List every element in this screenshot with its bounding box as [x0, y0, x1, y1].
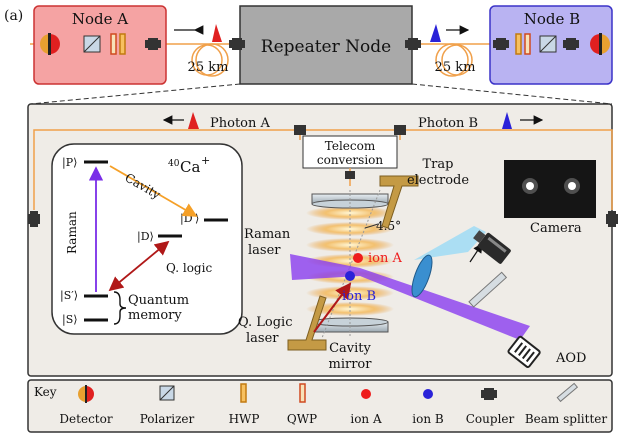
node-b-label: Node B	[524, 10, 580, 28]
key-hwp: HWP	[229, 412, 260, 426]
fiber-left-length: 25 km	[188, 60, 229, 75]
coupler-icon	[563, 38, 579, 50]
node-a: Node A	[33, 5, 167, 85]
key-ion-a-dot	[361, 389, 371, 399]
level-d: |D⟩	[137, 230, 154, 244]
fiber-spool-left: 25 km	[174, 24, 229, 77]
panel-label: (a)	[4, 8, 23, 24]
ion-a	[353, 253, 363, 263]
detector-icon	[590, 33, 610, 55]
trap-label-line2: electrode	[407, 173, 469, 188]
coupler-icon	[394, 125, 406, 135]
photon-b-pulse	[502, 112, 512, 129]
camera-label: Camera	[530, 221, 582, 236]
photon-a-pulse	[188, 112, 199, 129]
coupler-icon	[481, 388, 497, 400]
key-qwp: QWP	[287, 412, 317, 426]
camera-image	[504, 160, 596, 218]
hwp-icon	[119, 33, 126, 55]
qlogic-transition-label: Q. logic	[166, 261, 212, 275]
aod-label: AOD	[555, 351, 586, 366]
qwp-icon	[299, 383, 306, 403]
coupler-icon	[229, 38, 245, 50]
detector-icon	[78, 385, 94, 403]
key-detector: Detector	[59, 412, 112, 426]
camera-beam	[414, 226, 486, 260]
node-b: Node B	[489, 5, 613, 85]
key-polarizer: Polarizer	[140, 412, 195, 426]
telecom-line1: Telecom	[325, 139, 376, 153]
cavity-mirror-line1: Cavity	[329, 341, 371, 356]
species-name: Ca	[180, 158, 200, 176]
camera-icon	[473, 230, 511, 264]
level-s: |S⟩	[62, 313, 78, 327]
key-ion-b-dot	[423, 389, 433, 399]
key-beam-splitter: Beam splitter	[525, 412, 608, 426]
ion-a-label: ion A	[368, 251, 402, 266]
level-diagram: 40 Ca + |P⟩ |D′⟩ |D⟩ |S′⟩ |S⟩ Raman Cavi…	[51, 143, 243, 335]
raman-laser-line2: laser	[248, 243, 281, 258]
coupler-icon	[145, 38, 161, 50]
lens	[411, 254, 433, 298]
coupler-icon	[493, 38, 509, 50]
node-a-label: Node A	[72, 10, 128, 28]
qwp-icon	[110, 33, 117, 55]
fiber-spool-right: 25 km	[430, 24, 476, 77]
key-ion-b: ion B	[412, 412, 444, 426]
hwp-icon	[515, 33, 522, 55]
trap-electrode-top	[379, 175, 419, 229]
beam-splitter-icon	[468, 271, 508, 308]
raman-transition-label: Raman	[65, 211, 79, 254]
telecom-conversion-box: Telecom conversion	[302, 135, 398, 169]
level-s-prime: |S′⟩	[60, 289, 78, 303]
cavity-mirror-line2: mirror	[329, 357, 373, 372]
coupler-icon	[345, 171, 355, 179]
beam-splitter-icon	[556, 382, 579, 403]
hwp-icon	[240, 383, 247, 403]
quantum-memory-line2: memory	[128, 308, 182, 323]
repeater-node: Repeater Node	[229, 5, 421, 85]
polarizer-icon	[83, 35, 101, 53]
quantum-memory-line1: Quantum	[128, 293, 189, 308]
key-ion-a: ion A	[350, 412, 382, 426]
species-charge: +	[201, 154, 210, 167]
polarizer-icon	[159, 385, 175, 401]
polarizer-icon	[539, 35, 557, 53]
trap-label-line1: Trap	[423, 157, 454, 172]
key-legend: Key Detector Polarizer HWP QWP ion A ion…	[27, 379, 613, 433]
photon-b-label: Photon B	[418, 116, 478, 131]
cavity-mirror-top	[311, 193, 389, 209]
species-mass: 40	[168, 159, 180, 169]
key-coupler: Coupler	[466, 412, 515, 426]
fiber-right-length: 25 km	[435, 60, 476, 75]
ion-b-label: ion B	[342, 289, 376, 304]
coupler-icon	[294, 125, 306, 135]
qlogic-laser-beam	[313, 282, 352, 333]
raman-laser-line1: Raman	[244, 227, 291, 242]
photon-a-label: Photon A	[210, 116, 271, 131]
coupler-icon	[405, 38, 421, 50]
aod-icon	[507, 335, 541, 368]
coupler-icon	[606, 211, 618, 227]
level-d-prime: |D′⟩	[180, 212, 199, 226]
coupler-icon	[28, 211, 40, 227]
qwp-icon	[524, 33, 531, 55]
repeater-label: Repeater Node	[261, 37, 391, 57]
telecom-line2: conversion	[317, 153, 384, 167]
detector-icon	[40, 33, 60, 55]
trap-electrode-bottom	[287, 295, 327, 351]
ion-b	[345, 271, 355, 281]
level-p: |P⟩	[62, 156, 77, 170]
qlogic-laser-line1: Q. Logic	[238, 315, 293, 330]
qlogic-laser-line2: laser	[246, 331, 279, 346]
key-title: Key	[34, 385, 57, 399]
